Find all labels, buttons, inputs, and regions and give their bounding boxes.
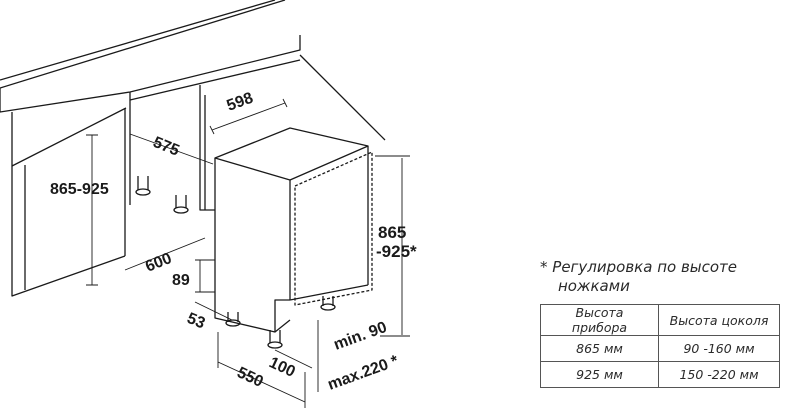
table-cell: 90 -160 мм: [658, 335, 780, 362]
table-row: 865 мм 90 -160 мм: [540, 335, 780, 362]
height-adjustment-note: * Регулировка по высоте ножками: [540, 258, 790, 296]
dim-53-label: 53: [185, 310, 208, 332]
front-feet: [225, 296, 336, 349]
note-line-2: ножками: [558, 277, 630, 295]
dim-865-label: 865: [378, 223, 406, 242]
dim-100-label: 100: [266, 354, 297, 381]
dim-575-label: 575: [151, 134, 182, 160]
right-cabinet: [199, 54, 386, 211]
left-cabinet: [11, 100, 131, 297]
note-line-1: * Регулировка по высоте: [540, 258, 738, 276]
dim-600-label: 600: [143, 250, 174, 276]
table-header-row: Высота прибора Высота цоколя: [540, 304, 780, 336]
table-cell: 150 -220 мм: [658, 361, 780, 388]
dim-550-label: 550: [234, 364, 265, 391]
header-appliance-height: Высота прибора: [540, 304, 659, 336]
dim-89-label: 89: [172, 272, 190, 289]
dim-865-925-left-label: 865-925: [50, 181, 109, 198]
rear-feet: [135, 176, 189, 214]
table-cell: 925 мм: [540, 361, 659, 388]
height-spec-table: Высота прибора Высота цоколя 865 мм 90 -…: [540, 304, 780, 388]
dishwasher-body: [214, 127, 369, 333]
decor-door-dashed: [294, 151, 373, 306]
dim-min-90-label: min. 90: [332, 319, 390, 354]
countertop: [0, 0, 301, 113]
table-row: 925 мм 150 -220 мм: [540, 361, 780, 388]
dim-925-star-label: -925*: [376, 242, 417, 261]
table-cell: 865 мм: [540, 335, 659, 362]
dim-598-label: 598: [225, 90, 256, 115]
dimension-lines: [86, 98, 410, 408]
dim-max-220-label: max.220 *: [326, 352, 402, 393]
header-plinth-height: Высота цоколя: [658, 304, 780, 336]
